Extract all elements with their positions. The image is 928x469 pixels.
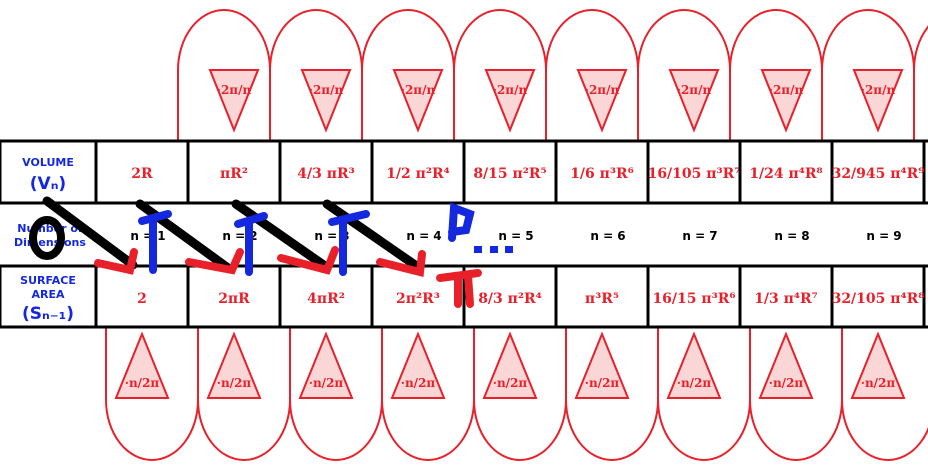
dimension-label: n = 7 [682, 229, 717, 243]
volume-formula: 2R [131, 166, 153, 182]
volume-formula: 16/105 π³R⁷ [648, 166, 741, 182]
blue-dots [474, 246, 513, 253]
top-arc [453, 9, 547, 141]
surface-symbol: (Sₙ₋₁) [22, 304, 74, 324]
black-diagonal-arrows [29, 196, 420, 273]
surface-formula: 2π²R³ [396, 291, 440, 307]
dimension-label: n = 1 [130, 229, 165, 243]
bottom-multiplier-label: ·n/2π [309, 376, 344, 390]
bottom-arc [657, 327, 751, 461]
top-multiplier-label: ·2π/n [585, 83, 620, 97]
volume-formula: 32/945 π⁴R⁹ [832, 166, 925, 182]
volume-formula: 1/2 π²R⁴ [386, 166, 450, 182]
top-arc [177, 9, 271, 141]
bottom-multiplier-triangle [574, 331, 630, 399]
bottom-multiplier-triangle [206, 331, 262, 399]
top-multiplier-label: ·2π/n [769, 83, 804, 97]
bottom-multiplier-triangle [850, 331, 906, 399]
bottom-multiplier-label: ·n/2π [769, 376, 804, 390]
top-multiplier-triangle [208, 69, 260, 133]
top-multiplier-triangle [392, 69, 444, 133]
surface-formula: 2πR [218, 291, 250, 307]
dimension-label: n = 4 [406, 229, 441, 243]
bottom-multiplier-triangle [482, 331, 538, 399]
dimension-label: n = 6 [590, 229, 625, 243]
top-multiplier-label: ·2π/n [677, 83, 712, 97]
volume-symbol: (Vₙ) [30, 174, 66, 194]
surface-formula: 1/3 π⁴R⁷ [754, 291, 818, 307]
surface-label-2: AREA [31, 288, 64, 301]
bottom-arc [565, 327, 659, 461]
top-arc [913, 25, 928, 141]
bottom-multiplier-label: ·n/2π [217, 376, 252, 390]
bottom-multiplier-label: ·n/2π [677, 376, 712, 390]
bottom-arc [105, 327, 199, 461]
top-multiplier-triangle [576, 69, 628, 133]
bottom-multiplier-triangle [666, 331, 722, 399]
bottom-multiplier-triangles: ·n/2π ·n/2π ·n/2π ·n/2π ·n/2π ·n/2π ·n/2π ·n/2π… [114, 331, 906, 399]
bottom-multiplier-label: ·n/2π [401, 376, 436, 390]
top-arc [545, 9, 639, 141]
bottom-multiplier-triangle [758, 331, 814, 399]
bottom-multiplier-triangle [390, 331, 446, 399]
top-arc [821, 9, 915, 141]
volume-formula: 8/15 π²R⁵ [473, 166, 546, 182]
top-multiplier-triangles: ·2π/n ·2π/n ·2π/n ·2π/n ·2π/n ·2π/n ·2π/n ·2π/n [208, 69, 904, 133]
top-multiplier-triangle [668, 69, 720, 133]
volume-formula: 4/3 πR³ [297, 166, 354, 182]
volume-cell [830, 139, 926, 205]
bottom-multiplier-triangle [114, 331, 170, 399]
top-arc [637, 9, 731, 141]
volume-formula: 1/24 π⁴R⁸ [749, 166, 822, 182]
bottom-multiplier-label: ·n/2π [493, 376, 528, 390]
surface-label-1: SURFACE [20, 274, 76, 287]
top-multiplier-label: ·2π/n [309, 83, 344, 97]
surface-formula: π³R⁵ [585, 291, 619, 307]
dimension-label: n = 5 [498, 229, 533, 243]
top-recursion-arcs [177, 9, 928, 141]
volume-formula: 1/6 π³R⁶ [570, 166, 634, 182]
surface-formula: 4πR² [307, 291, 345, 307]
dimension-label: n = 9 [866, 229, 901, 243]
top-multiplier-label: ·2π/n [493, 83, 528, 97]
bottom-arc [841, 327, 928, 461]
top-multiplier-triangle [760, 69, 812, 133]
top-multiplier-triangle [300, 69, 352, 133]
top-multiplier-triangle [852, 69, 904, 133]
surface-formula: 2 [137, 291, 147, 307]
bottom-arc [749, 327, 843, 461]
volume-formula: πR² [220, 166, 248, 182]
bottom-multiplier-label: ·n/2π [585, 376, 620, 390]
top-arc [729, 9, 823, 141]
dimension-label: n = 8 [774, 229, 809, 243]
bottom-multiplier-label: ·n/2π [125, 376, 160, 390]
top-arc [361, 9, 455, 141]
red-hook-arrows [94, 246, 482, 308]
top-multiplier-triangle [484, 69, 536, 133]
top-multiplier-label: ·2π/n [217, 83, 252, 97]
top-arc [269, 9, 363, 141]
surface-formula: 16/15 π³R⁶ [652, 291, 735, 307]
bottom-arc [289, 327, 383, 461]
top-multiplier-label: ·2π/n [401, 83, 436, 97]
bottom-recursion-arcs [105, 327, 928, 461]
blue-up-arrows [138, 202, 475, 276]
surface-formula: 32/105 π⁴R⁸ [832, 291, 925, 307]
volume-label: VOLUME [22, 156, 74, 169]
top-multiplier-label: ·2π/n [861, 83, 896, 97]
surface-cell [830, 264, 926, 329]
bottom-arc [197, 327, 291, 461]
bottom-multiplier-triangle [298, 331, 354, 399]
bottom-arc [473, 327, 567, 461]
surface-formula: 8/3 π²R⁴ [478, 291, 542, 307]
bottom-arc [381, 327, 475, 461]
bottom-multiplier-label: ·n/2π [861, 376, 896, 390]
